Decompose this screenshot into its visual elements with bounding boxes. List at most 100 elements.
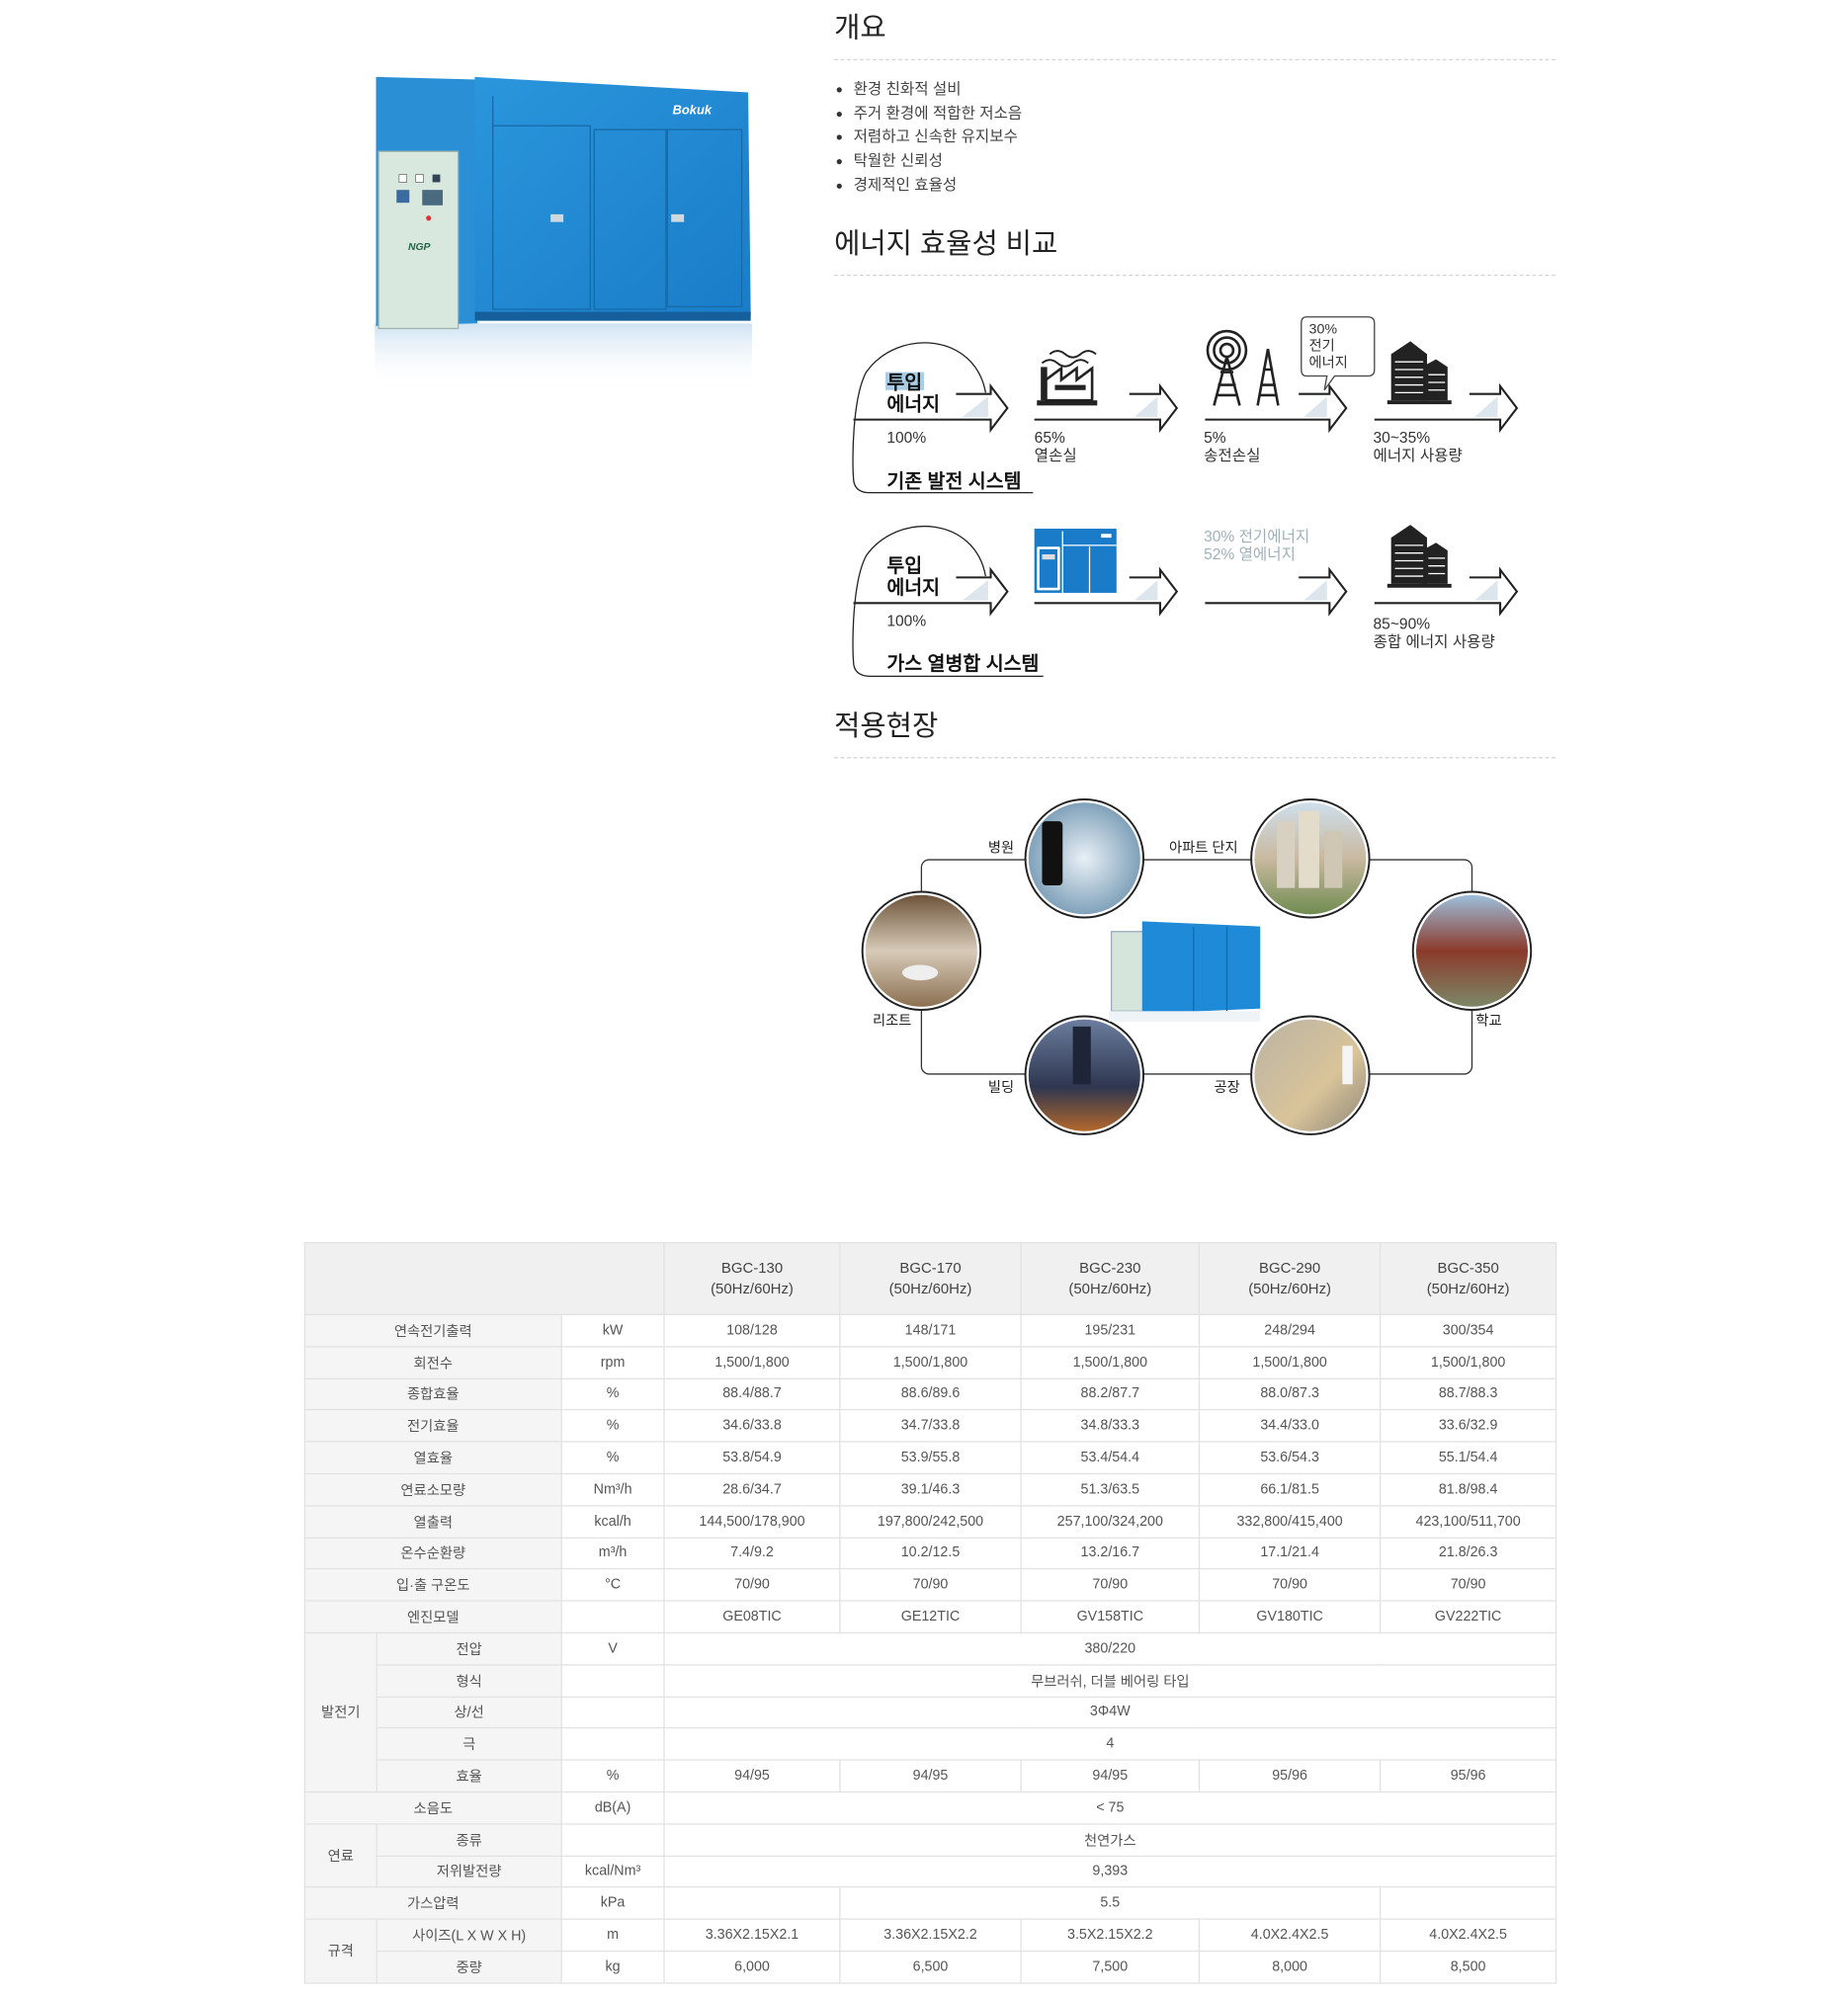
table-cell: 195/231 [1020,1313,1201,1348]
table-cell: 34.7/33.8 [839,1409,1022,1443]
row-label: 형식 [376,1663,562,1698]
model-header: BGC-230(50Hz/60Hz) [1020,1242,1201,1316]
model-name: BGC-290 [1258,1260,1321,1277]
list-item: 탁월한 신뢰성 [834,149,1022,173]
table-cell: 9,393 [663,1855,1557,1888]
row-unit: rpm [560,1345,665,1379]
table-cell [663,1886,841,1920]
site-label-school: 학교 [1475,1013,1501,1030]
table-cell: 17.1/21.4 [1198,1537,1382,1570]
row-unit: kcal/h [560,1504,665,1539]
row-unit [560,1727,665,1761]
header-blank [303,1242,665,1316]
table-cell: 1,500/1,800 [839,1345,1022,1379]
table-cell: 81.8/98.4 [1380,1472,1557,1507]
row-label: 온수순환량 [303,1537,562,1570]
row-unit: % [560,1409,665,1443]
table-cell: 248/294 [1198,1313,1382,1348]
row-label: 효율 [376,1759,562,1793]
row-label: 소음도 [303,1791,562,1825]
row-label: 사이즈(L X W X H) [376,1918,562,1953]
table-cell: 70/90 [839,1568,1022,1602]
energy-comparison-diagram: 30% 전기 에너지 투입 에너지 100% 기존 발전 시스템 65% 열손실… [852,316,1519,678]
conventional-system-title: 기존 발전 시스템 [886,470,1021,492]
panel-logo: NGP [408,242,431,253]
table-cell: 34.4/33.0 [1198,1409,1382,1443]
overview-heading: 개요 [834,11,886,44]
row-label: 전압 [376,1631,562,1666]
table-cell: 95/96 [1380,1759,1557,1793]
site-label-hospital: 병원 [988,839,1014,856]
row-label: 중량 [376,1950,562,1984]
svg-text:100%: 100% [886,614,926,630]
svg-text:52% 열에너지: 52% 열에너지 [1204,545,1296,563]
table-cell: 144,500/178,900 [663,1504,841,1539]
table-cell: 51.3/63.5 [1020,1472,1201,1507]
table-cell: 380/220 [663,1631,1557,1666]
table-cell: 70/90 [1198,1568,1382,1602]
model-frequency: (50Hz/60Hz) [1248,1281,1332,1297]
row-label: 전기효율 [303,1409,562,1443]
table-cell: 53.6/54.3 [1198,1441,1382,1475]
table-cell: 34.8/33.3 [1020,1409,1201,1443]
row-unit: m³/h [560,1537,665,1570]
svg-text:30% 전기에너지: 30% 전기에너지 [1204,528,1309,545]
model-header: BGC-290 (50Hz/60Hz) [1198,1242,1382,1316]
model-header: BGC-170(50Hz/60Hz) [839,1242,1022,1316]
list-item: 저렴하고 신속한 유지보수 [834,125,1022,148]
row-label: 가스압력 [303,1886,562,1920]
svg-text:전기: 전기 [1309,338,1335,355]
product-image: Bokuk NGP [375,76,752,388]
table-cell: 33.6/32.9 [1380,1409,1557,1443]
table-cell: 94/95 [1020,1759,1201,1793]
energy-heading: 에너지 효율성 비교 [834,226,1058,260]
row-label: 열효율 [303,1441,562,1475]
chp-system-title: 가스 열병합 시스템 [886,653,1039,675]
svg-text:에너지: 에너지 [886,394,940,416]
table-cell: 94/95 [839,1759,1022,1793]
chp-unit-image [1108,921,1261,1022]
row-label: 저위발전량 [376,1855,562,1888]
list-item: 환경 친화적 설비 [834,77,1022,101]
table-cell: 70/90 [663,1568,841,1602]
table-cell: 6,000 [663,1950,841,1984]
row-label: 엔진모델 [303,1600,562,1634]
svg-text:5%: 5% [1204,430,1226,447]
model-name: BGC-350 [1437,1260,1499,1277]
row-unit: dB(A) [560,1791,665,1825]
row-label: 상/선 [376,1696,562,1729]
model-frequency: (50Hz/60Hz) [888,1281,972,1297]
svg-text:30~35%: 30~35% [1374,430,1431,447]
row-label: 종합효율 [303,1377,562,1411]
row-unit: m [560,1918,665,1953]
row-label: 극 [376,1727,562,1761]
row-unit [560,1696,665,1729]
sites-heading: 적용현장 [834,709,939,742]
table-cell: 70/90 [1020,1568,1201,1602]
table-cell: 66.1/81.5 [1198,1472,1382,1507]
table-cell: 1,500/1,800 [1020,1345,1201,1379]
svg-text:85~90%: 85~90% [1374,616,1431,632]
table-cell: 423,100/511,700 [1380,1504,1557,1539]
divider [834,58,1555,61]
table-cell: 95/96 [1198,1759,1382,1793]
site-label-resort: 리조트 [873,1013,911,1030]
table-cell: 28.6/34.7 [663,1472,841,1507]
table-cell: GV180TIC [1198,1600,1382,1634]
table-cell: 53.8/54.9 [663,1441,841,1475]
electric-energy-callout: 30% 전기 에너지 [1301,316,1376,391]
table-cell: 197,800/242,500 [839,1504,1022,1539]
svg-text:에너지: 에너지 [886,577,940,599]
model-header: BGC-350(50Hz/60Hz) [1380,1242,1557,1316]
apartment-photo [1250,798,1371,919]
row-group-label: 규격 [303,1918,378,1984]
row-unit: Nm³/h [560,1472,665,1507]
